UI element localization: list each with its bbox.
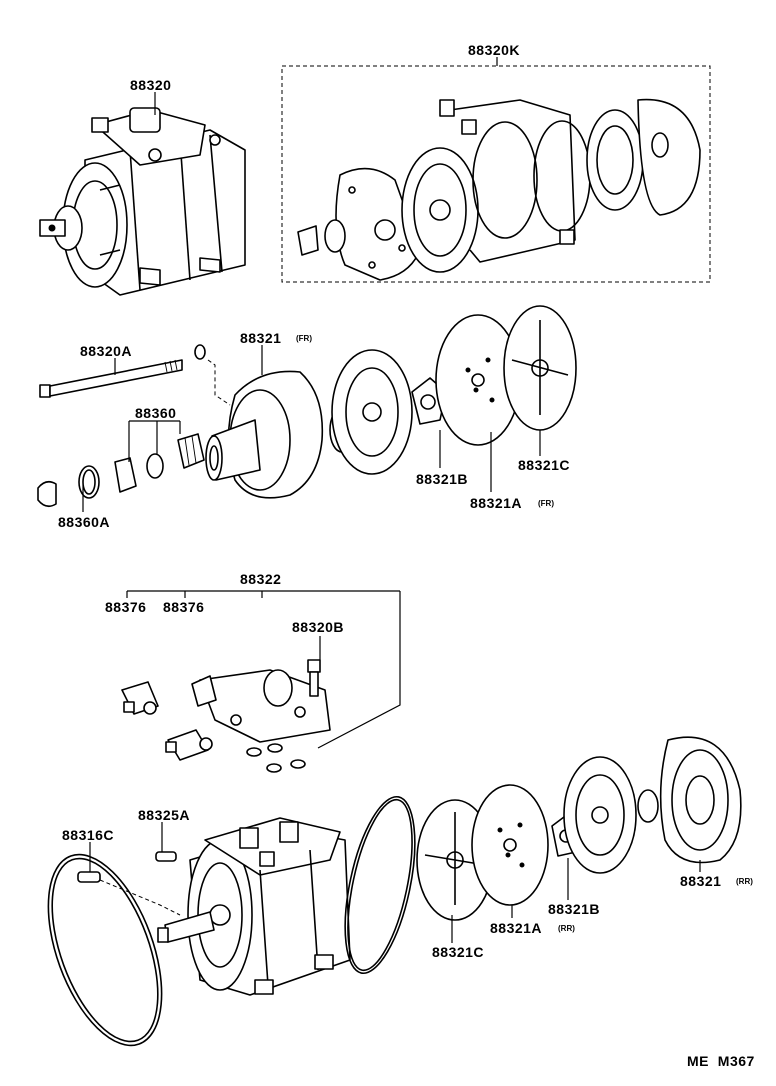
part-labels: 88320 88320K 88320A 88321 (FR) 88360 883… [58,42,755,1069]
front-section-illustration [37,305,577,508]
label-88321-rr: 88321 [680,873,721,889]
label-88321a-fr-suffix: (FR) [538,499,554,508]
label-88360: 88360 [135,405,176,421]
label-88321-rr-suffix: (RR) [736,877,753,886]
rear-section-illustration [47,736,742,1047]
label-88321-fr-suffix: (FR) [296,334,312,343]
label-88321b-front: 88321B [416,471,468,487]
label-88320a: 88320A [80,343,132,359]
label-88320k: 88320K [468,42,520,58]
valve-block-illustration [121,590,401,773]
label-88320b: 88320B [292,619,344,635]
label-88325a: 88325A [138,807,190,823]
label-88376-right: 88376 [163,599,204,615]
label-88376-left: 88376 [105,599,146,615]
label-88321-fr: 88321 [240,330,281,346]
label-88321a-rr-suffix: (RR) [558,924,575,933]
leader-lines [82,57,701,943]
label-88321a-fr: 88321A [470,495,522,511]
label-88360a: 88360A [58,514,110,530]
label-88321c-rear: 88321C [432,944,484,960]
compressor-assembly-illustration [39,107,246,296]
label-88321a-rr: 88321A [490,920,542,936]
label-88322: 88322 [240,571,281,587]
label-88320: 88320 [130,77,171,93]
diagram-code: ME M367 [687,1053,755,1069]
kit-88320k-illustration [281,65,711,283]
label-88321c-front: 88321C [518,457,570,473]
label-88321b-rear: 88321B [548,901,600,917]
label-88316c: 88316C [62,827,114,843]
